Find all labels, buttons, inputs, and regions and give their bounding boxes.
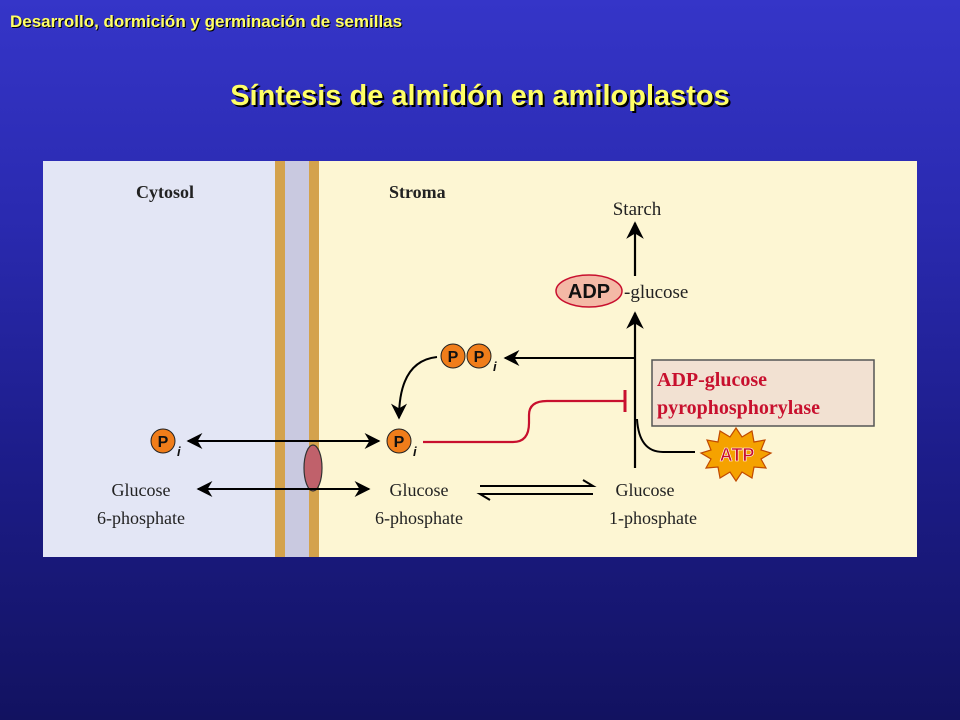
pyrophosphate: P P i bbox=[440, 343, 497, 374]
ppi-hydrolysis-arrow bbox=[391, 356, 438, 420]
g1p-line2: 1-phosphate bbox=[609, 508, 697, 528]
adp-label: ADP bbox=[568, 281, 610, 303]
cytosol-phosphate: P i bbox=[150, 428, 181, 459]
phosphoglucomutase-equilibrium bbox=[476, 479, 597, 501]
stroma-g6p-line2: 6-phosphate bbox=[375, 508, 463, 528]
ppi-p1-letter: P bbox=[448, 349, 459, 366]
cytosol-p-letter: P bbox=[158, 434, 169, 451]
outer-membrane bbox=[275, 161, 285, 557]
adp-glucose-suffix: -glucose bbox=[624, 282, 688, 303]
stroma-label: Stroma bbox=[389, 182, 446, 202]
intermembrane-space bbox=[285, 161, 309, 557]
atp-label: ATP bbox=[720, 445, 755, 465]
g1p-line1: Glucose bbox=[616, 480, 675, 500]
stroma-p-letter: P bbox=[394, 434, 405, 451]
pi-inhibition-line bbox=[423, 399, 625, 444]
stroma-i-sub: i bbox=[413, 444, 417, 459]
stroma-g6p-line1: Glucose bbox=[390, 480, 449, 500]
ppi-i-sub: i bbox=[493, 359, 497, 374]
enzyme-box bbox=[651, 359, 875, 427]
starch-label: Starch bbox=[613, 199, 662, 220]
cytosol-g6p-line1: Glucose bbox=[112, 480, 171, 500]
cytosol-label: Cytosol bbox=[136, 182, 194, 202]
inner-membrane bbox=[309, 161, 319, 557]
ppi-p2-letter: P bbox=[474, 349, 485, 366]
starch-synthesis-diagram: Cytosol Stroma P i P i Glucose 6-phospha… bbox=[43, 161, 917, 557]
header-text: Desarrollo, dormición y germinación de s… bbox=[10, 12, 403, 31]
atp-starburst: ATP bbox=[699, 426, 773, 483]
stroma-phosphate: P i bbox=[386, 428, 417, 459]
atp-input-curve bbox=[636, 418, 695, 453]
translocator-transporter bbox=[303, 444, 323, 492]
adp-glucose: ADP -glucose bbox=[555, 274, 688, 308]
enzyme-line2: pyrophosphorylase bbox=[657, 397, 820, 419]
adp-oval bbox=[555, 274, 623, 308]
cytosol-i-sub: i bbox=[177, 444, 181, 459]
cytosol-g6p-line2: 6-phosphate bbox=[97, 508, 185, 528]
enzyme-line1: ADP-glucose bbox=[657, 369, 767, 391]
slide-title: Síntesis de almidón en amiloplastos bbox=[230, 80, 730, 112]
